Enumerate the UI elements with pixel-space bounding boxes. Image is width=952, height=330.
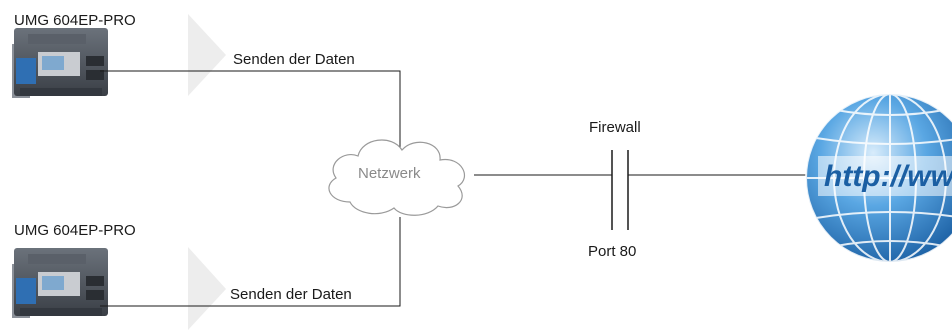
port-label: Port 80 [588, 243, 637, 260]
firewall-label: Firewall [589, 119, 641, 136]
globe-url-text: http://www [824, 160, 952, 193]
link-label-bottom: Senden der Daten [230, 286, 352, 303]
link-label-top: Senden der Daten [233, 51, 355, 68]
connection-line-top [100, 70, 401, 158]
cloud-icon [328, 139, 465, 216]
data-flow-arrow-bottom [188, 247, 226, 330]
device-label-top: UMG 604EP-PRO [14, 12, 136, 29]
network-label: Netzwerk [358, 165, 421, 182]
data-flow-arrow-top [188, 14, 226, 96]
umg-device-icon [12, 28, 108, 98]
umg-device-icon [12, 248, 108, 318]
internet-globe-icon: http://www [805, 93, 952, 263]
connection-line-bottom [100, 217, 401, 307]
device-label-bottom: UMG 604EP-PRO [14, 222, 136, 239]
